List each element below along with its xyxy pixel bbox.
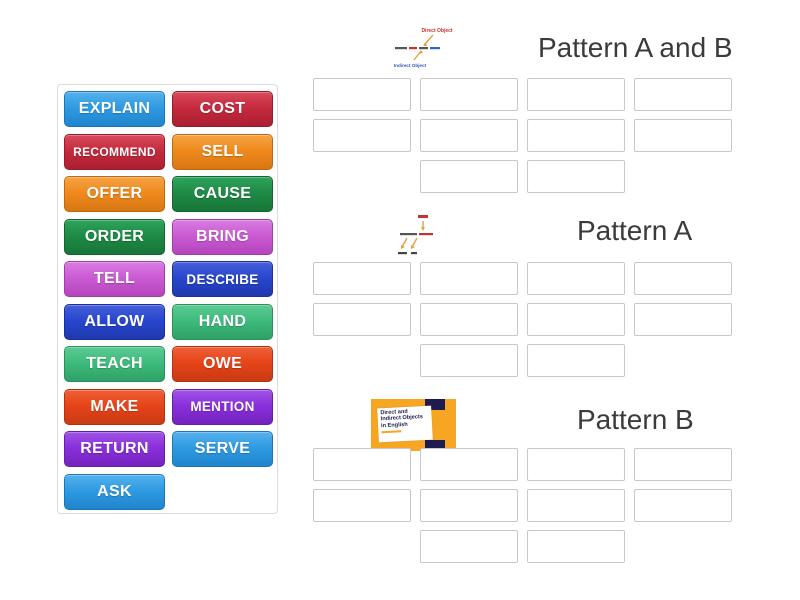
word-tile-make[interactable]: MAKE [64, 388, 165, 425]
word-tile-explain[interactable]: EXPLAIN [64, 91, 165, 127]
group-title-pattern-b: Pattern B [577, 404, 694, 435]
word-tile-return[interactable]: RETURN [64, 431, 165, 467]
drop-slot[interactable] [313, 78, 411, 111]
drop-slot[interactable] [313, 119, 411, 152]
word-tile-recommend[interactable]: RECOMMEND [64, 133, 165, 170]
word-tile-cost[interactable]: COST [172, 91, 273, 127]
word-tile-serve[interactable]: SERVE [172, 431, 273, 467]
drop-zone-grid-pattern-b [313, 448, 732, 563]
sentence-diagram-thumbnail [390, 212, 454, 258]
drop-slot[interactable] [420, 530, 518, 563]
drop-slot[interactable] [634, 119, 732, 152]
drop-slot[interactable] [420, 262, 518, 295]
drop-zone-grid-pattern-a-and-b [313, 78, 732, 193]
drop-slot[interactable] [420, 344, 518, 377]
drop-slot[interactable] [527, 344, 625, 377]
drop-slot[interactable] [634, 262, 732, 295]
drop-slot[interactable] [313, 448, 411, 481]
group-title-pattern-a-and-b: Pattern A and B [538, 32, 733, 63]
word-bank-panel: EXPLAIN COST RECOMMEND SELL OFFER CAUSE … [57, 84, 278, 514]
drop-slot[interactable] [313, 303, 411, 336]
drop-slot[interactable] [634, 489, 732, 522]
drop-slot[interactable] [527, 160, 625, 193]
drop-slot[interactable] [420, 78, 518, 111]
direct-object-diagram-thumbnail: Direct Object Indirect Object [392, 22, 456, 70]
drop-slot[interactable] [420, 448, 518, 481]
word-tile-mention[interactable]: MENTION [172, 388, 273, 425]
word-tile-offer[interactable]: OFFER [64, 176, 165, 212]
group-title-pattern-a: Pattern A [577, 215, 693, 246]
indirect-object-label: Indirect Object [394, 63, 427, 68]
drop-slot[interactable] [634, 448, 732, 481]
drop-slot[interactable] [527, 78, 625, 111]
word-tile-hand[interactable]: HAND [172, 303, 273, 340]
word-tile-bring[interactable]: BRING [172, 218, 273, 255]
drop-slot[interactable] [634, 78, 732, 111]
word-tile-allow[interactable]: ALLOW [64, 303, 165, 340]
drop-slot[interactable] [527, 448, 625, 481]
word-tile-teach[interactable]: TEACH [64, 346, 165, 382]
word-tile-sell[interactable]: SELL [172, 133, 273, 170]
word-tile-cause[interactable]: CAUSE [172, 176, 273, 212]
drop-slot[interactable] [420, 303, 518, 336]
drop-zone-grid-pattern-a [313, 262, 732, 377]
drop-slot[interactable] [420, 489, 518, 522]
drop-slot[interactable] [527, 119, 625, 152]
word-tile-order[interactable]: ORDER [64, 218, 165, 255]
drop-slot[interactable] [313, 262, 411, 295]
drop-slot[interactable] [420, 119, 518, 152]
word-tile-owe[interactable]: OWE [172, 346, 273, 382]
card-text: Direct and Indirect Objects In English [377, 405, 433, 443]
direct-object-label: Direct Object [421, 28, 452, 34]
drop-slot[interactable] [527, 262, 625, 295]
drop-slot[interactable] [527, 303, 625, 336]
word-tile-ask[interactable]: ASK [64, 473, 165, 510]
drop-slot[interactable] [527, 530, 625, 563]
word-tile-tell[interactable]: TELL [64, 261, 165, 297]
word-tile-describe[interactable]: DESCRIBE [172, 261, 273, 297]
drop-slot[interactable] [313, 489, 411, 522]
drop-slot[interactable] [634, 303, 732, 336]
drop-slot[interactable] [527, 489, 625, 522]
drop-slot[interactable] [420, 160, 518, 193]
direct-indirect-objects-card-thumbnail: Direct and Indirect Objects In English [371, 399, 456, 451]
